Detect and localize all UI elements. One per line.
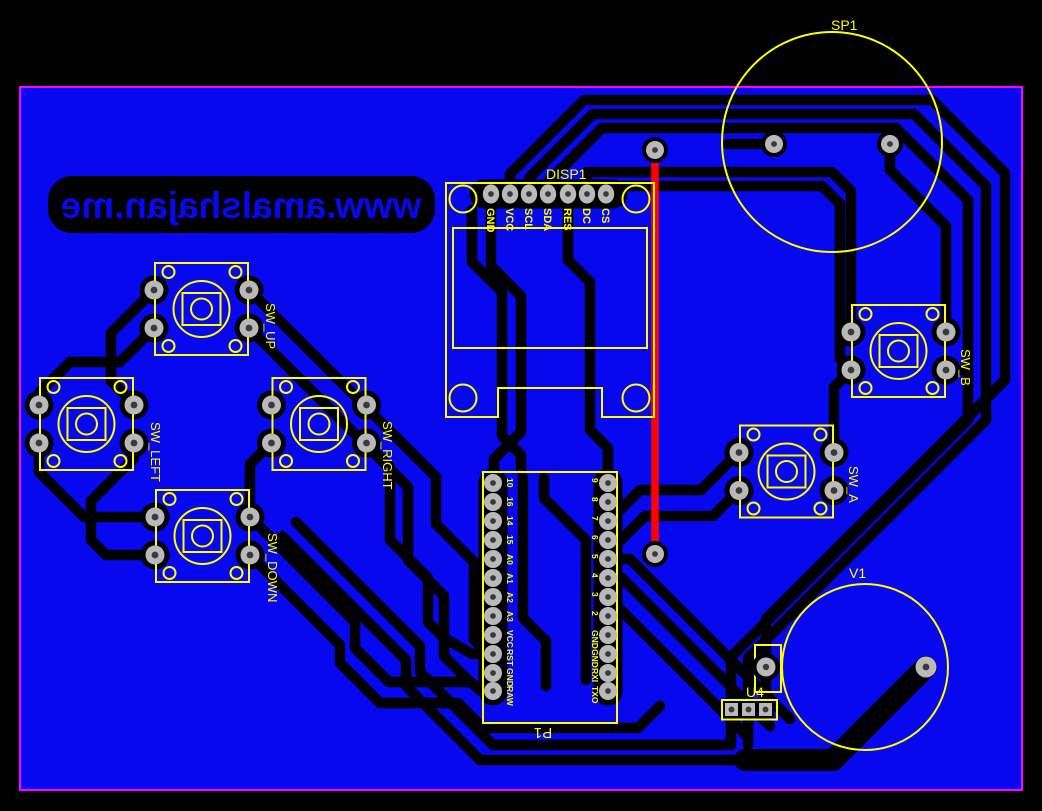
component-p1: 10 16 14 15 A0 A1 A2 A3 VCC RST GND RAW … (482, 471, 618, 741)
component-sp1: SP1 (721, 17, 943, 253)
svg-text:14: 14 (505, 516, 515, 526)
via (642, 137, 668, 163)
pin-label: DC (580, 208, 592, 224)
pin-label: RES (561, 208, 573, 231)
svg-text:GND: GND (505, 668, 515, 687)
svg-text:A0: A0 (505, 554, 515, 565)
svg-text:RST: RST (505, 649, 515, 667)
pin-label: GND (484, 208, 496, 233)
pin-label: SDA (541, 208, 553, 231)
sw-right-label: SW_RIGHT (380, 421, 395, 490)
sw-up-label: SW_UP (263, 303, 278, 349)
via (642, 541, 668, 567)
svg-text:3: 3 (590, 592, 600, 597)
svg-text:RXI: RXI (590, 668, 600, 682)
component-sw-a: SW_A (723, 424, 861, 519)
component-sw-b: SW_B (835, 304, 973, 398)
p1-pin-labels: 10 16 14 15 A0 A1 A2 A3 VCC RST GND RAW … (505, 478, 600, 707)
svg-text:RAW: RAW (505, 686, 515, 707)
svg-text:A3: A3 (505, 611, 515, 622)
svg-text:2: 2 (590, 611, 600, 616)
svg-text:5: 5 (590, 554, 600, 559)
svg-text:15: 15 (505, 535, 515, 545)
svg-text:TXO: TXO (590, 686, 600, 704)
sp1-label: SP1 (831, 17, 858, 33)
p1-label: P1 (534, 724, 552, 741)
sw-a-label: SW_A (846, 466, 861, 503)
svg-text:10: 10 (505, 478, 515, 488)
svg-text:6: 6 (590, 535, 600, 540)
svg-text:9: 9 (590, 478, 600, 483)
pin-label: CS (599, 208, 611, 223)
url-silkscreen: www.amalshajan.me (48, 176, 435, 233)
sw-b-label: SW_B (958, 349, 973, 386)
disp1-label: DISP1 (546, 166, 587, 182)
component-sw-down: SW_DOWN (139, 489, 280, 602)
svg-text:8: 8 (590, 497, 600, 502)
sw-down-label: SW_DOWN (265, 533, 280, 602)
sw-left-label: SW_LEFT (148, 422, 163, 482)
svg-text:4: 4 (590, 573, 600, 578)
component-sw-up: SW_UP (138, 262, 278, 356)
pin-label: SCL (522, 208, 534, 230)
svg-text:GND: GND (590, 649, 600, 668)
svg-text:7: 7 (590, 516, 600, 521)
svg-text:GND: GND (590, 630, 600, 649)
disp1-pins (482, 184, 615, 204)
pin-label: VCC (503, 208, 515, 231)
component-v1: V1 (752, 565, 949, 751)
url-text: www.amalshajan.me (61, 185, 423, 226)
component-sw-right: SW_RIGHT (256, 377, 395, 490)
svg-text:A1: A1 (505, 573, 515, 584)
svg-text:A2: A2 (505, 592, 515, 603)
component-disp1: GND VCC SCL SDA RES DC CS DISP1 (445, 166, 655, 418)
v1-label: V1 (849, 565, 866, 581)
svg-text:16: 16 (505, 497, 515, 507)
url-background (48, 176, 435, 233)
svg-text:VCC: VCC (505, 630, 515, 648)
component-sw-left: SW_LEFT (23, 377, 163, 482)
